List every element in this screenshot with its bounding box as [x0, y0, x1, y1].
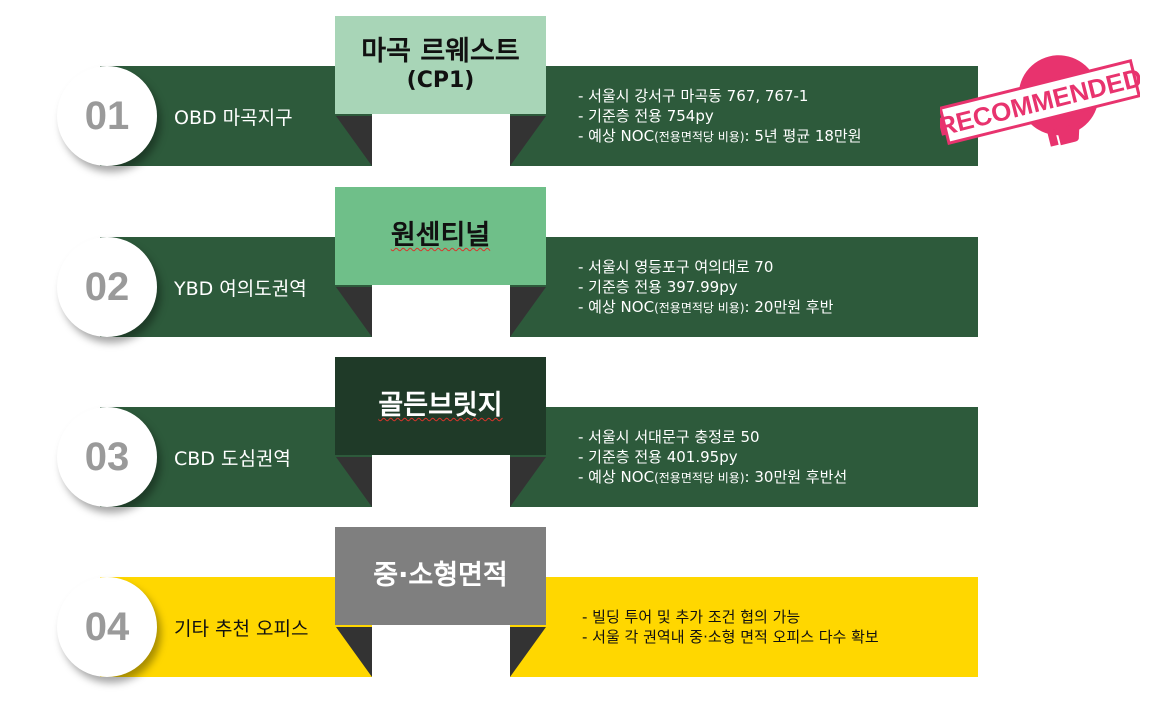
district-label: CBD 도심권역: [174, 447, 291, 470]
building-name: 원센티널: [390, 220, 491, 251]
row-3: 골든브릿지 03 CBD 도심권역 - 서울시 서대문구 충정로 50 - 기준…: [0, 357, 1151, 527]
building-title-box: 골든브릿지: [335, 357, 546, 455]
district-label: 기타 추천 오피스: [174, 617, 309, 640]
number-badge: 01: [57, 66, 157, 166]
detail-address: - 서울시 강서구 마곡동 767, 767-1: [578, 86, 809, 105]
detail-address: - 서울시 영등포구 여의대로 70: [578, 257, 774, 276]
number-badge: 03: [57, 407, 157, 507]
detail-tour: - 빌딩 투어 및 추가 조건 협의 가능: [582, 608, 801, 626]
ribbon-fold-left: [336, 457, 372, 507]
building-title-box: 마곡 르웨스트 (CP1): [335, 16, 546, 114]
band-right: [510, 577, 978, 677]
district-label: OBD 마곡지구: [174, 106, 293, 129]
detail-address: - 서울시 서대문구 충정로 50: [578, 427, 760, 446]
ribbon-fold-left: [336, 287, 372, 337]
details-list: - 빌딩 투어 및 추가 조건 협의 가능 - 서울 각 권역내 중·소형 면적…: [582, 577, 879, 677]
building-name: 골든브릿지: [378, 390, 503, 421]
details-list: - 서울시 서대문구 충정로 50 - 기준층 전용 401.95py - 예상…: [578, 407, 847, 507]
recommended-stamp: RECOMMENDED: [940, 55, 1140, 147]
ribbon-fold-right: [510, 627, 546, 677]
detail-area: - 기준층 전용 397.99py: [578, 277, 738, 296]
band-right: [510, 237, 978, 337]
row-4: 중·소형면적 04 기타 추천 오피스 - 빌딩 투어 및 추가 조건 협의 가…: [0, 527, 1151, 697]
number-badge: 02: [57, 237, 157, 337]
detail-area: - 기준층 전용 401.95py: [578, 447, 738, 466]
building-name: 마곡 르웨스트: [361, 36, 520, 67]
band-right: [510, 66, 978, 166]
building-title-box: 원센티널: [335, 187, 546, 285]
ribbon-fold-right: [510, 457, 546, 507]
details-list: - 서울시 영등포구 여의대로 70 - 기준층 전용 397.99py - 예…: [578, 237, 833, 337]
detail-noc: - 예상 NOC(전용면적당 비용): 30만원 후반선: [578, 467, 848, 486]
district-label: YBD 여의도권역: [174, 277, 307, 300]
number-badge: 04: [57, 577, 157, 677]
building-name: 중·소형면적: [373, 560, 508, 591]
ribbon-fold-left: [336, 627, 372, 677]
row-2: 원센티널 02 YBD 여의도권역 - 서울시 영등포구 여의대로 70 - 기…: [0, 187, 1151, 357]
detail-noc: - 예상 NOC(전용면적당 비용): 20만원 후반: [578, 297, 834, 316]
detail-area: - 기준층 전용 754py: [578, 106, 714, 125]
detail-noc: - 예상 NOC(전용면적당 비용): 5년 평균 18만원: [578, 126, 862, 145]
building-subtitle: (CP1): [406, 68, 475, 93]
ribbon-fold-left: [336, 116, 372, 166]
building-title-box: 중·소형면적: [335, 527, 546, 625]
ribbon-fold-right: [510, 287, 546, 337]
band-right: [510, 407, 978, 507]
ribbon-fold-right: [510, 116, 546, 166]
detail-supply: - 서울 각 권역내 중·소형 면적 오피스 다수 확보: [582, 628, 879, 646]
details-list: - 서울시 강서구 마곡동 767, 767-1 - 기준층 전용 754py …: [578, 66, 862, 166]
row-1: 마곡 르웨스트 (CP1) 01 OBD 마곡지구 - 서울시 강서구 마곡동 …: [0, 16, 1151, 186]
thumbs-up-icon: [1047, 119, 1080, 147]
stamp-banner: [940, 59, 1140, 146]
